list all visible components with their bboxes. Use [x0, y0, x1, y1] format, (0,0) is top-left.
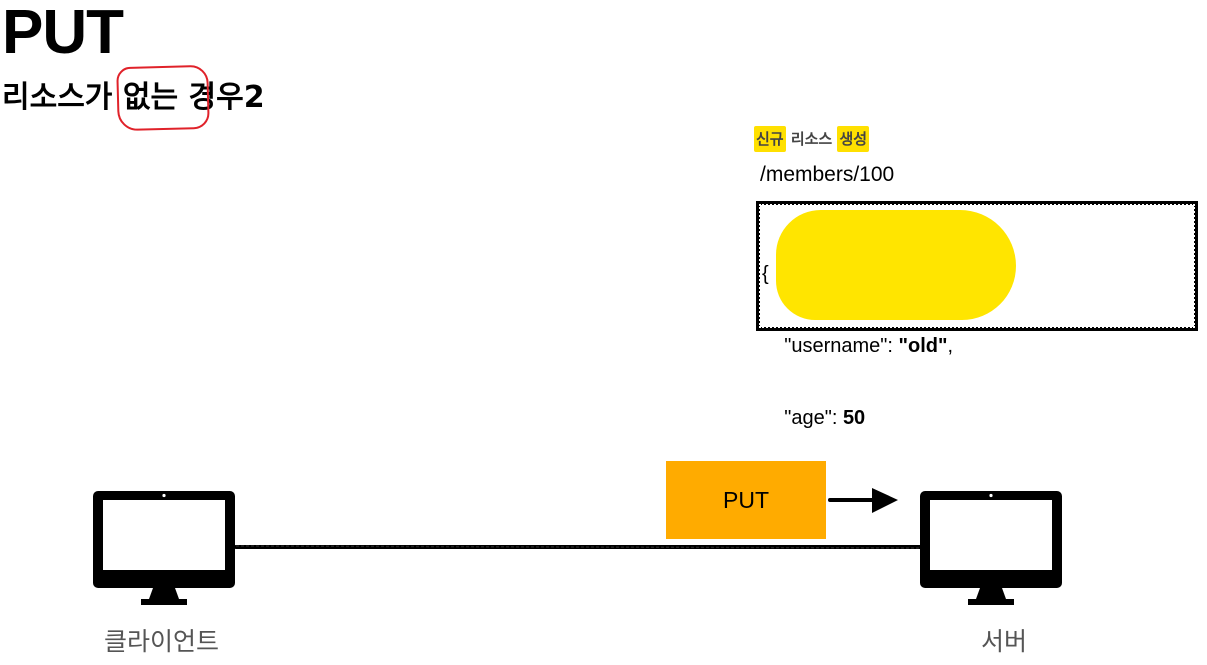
json-value-age: 50	[842, 407, 866, 429]
json-highlight-blob	[776, 210, 1016, 320]
json-comma: ,	[947, 335, 954, 357]
json-open-brace: {	[762, 263, 769, 285]
note-middle: 리소스	[785, 130, 838, 148]
json-line-username: "username": "old",	[762, 334, 953, 358]
json-body: { "username": "old", "age": 50 }	[762, 214, 953, 526]
client-label: 클라이언트	[104, 627, 220, 656]
put-request-box: PUT	[666, 461, 826, 539]
monitor-icon	[93, 491, 235, 605]
monitor-icon	[920, 491, 1062, 605]
page-title: PUT	[2, 0, 124, 67]
server-label: 서버	[981, 627, 1028, 656]
highlight-word-new: 신규	[754, 126, 786, 152]
json-line-age: "age": 50	[762, 406, 953, 430]
subtitle-circled-text: 없는	[122, 80, 179, 115]
page-subtitle: 리소스가 없는 경우2	[2, 64, 265, 132]
put-request-label: PUT	[723, 486, 769, 513]
resource-path: /members/100	[760, 163, 895, 186]
subtitle-circled-word: 없는	[116, 64, 210, 132]
json-sep: :	[831, 407, 843, 429]
json-sep: :	[887, 335, 899, 357]
subtitle-prefix: 리소스가	[2, 80, 123, 115]
subtitle-suffix: 경우2	[178, 80, 265, 115]
highlight-word-create: 생성	[837, 126, 870, 152]
arrow-right-icon	[828, 488, 898, 513]
new-resource-note: 신규 리소스 생성	[754, 126, 870, 152]
connection-line-texture	[235, 545, 921, 549]
json-key-age: "age"	[784, 407, 832, 429]
json-value-username: "old"	[898, 335, 948, 357]
json-key-username: "username"	[784, 335, 888, 357]
